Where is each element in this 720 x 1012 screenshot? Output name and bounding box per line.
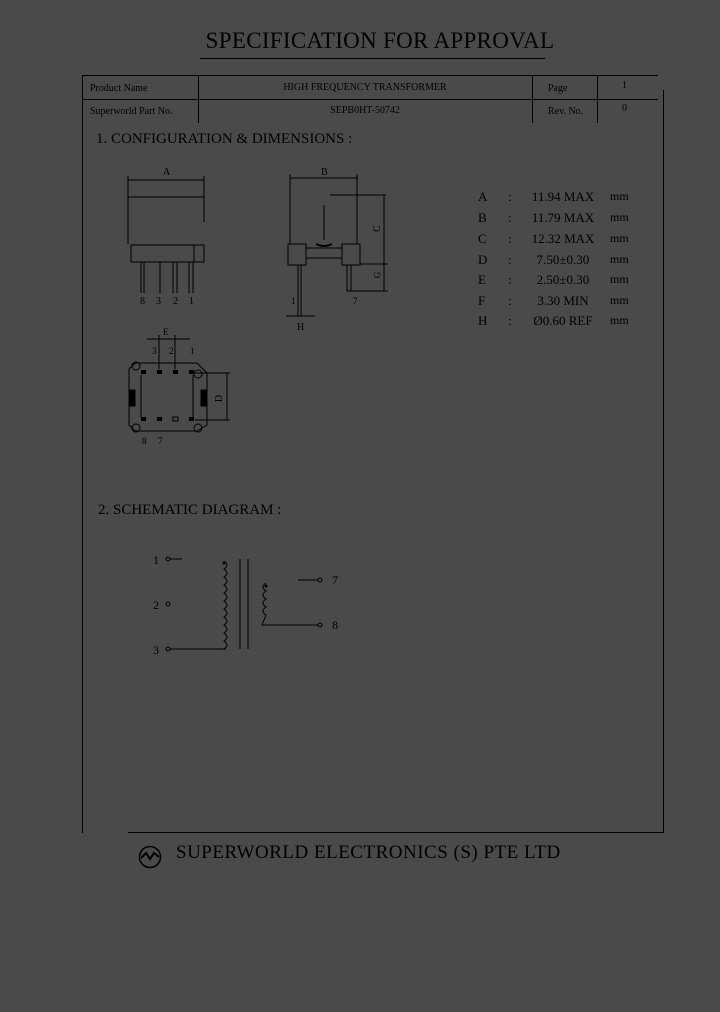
frame-right <box>663 90 664 833</box>
dim-label-d: D <box>214 394 226 403</box>
rev-label: Rev. No. <box>548 106 584 117</box>
section-configuration-heading: 1. CONFIGURATION & DIMENSIONS : <box>96 131 353 147</box>
pin-label: 1 <box>190 346 195 356</box>
pin-label: 7 <box>158 436 163 446</box>
schematic-pin-label: 1 <box>153 553 159 567</box>
schematic-pin-label: 2 <box>153 598 159 612</box>
page-value: 1 <box>622 80 627 91</box>
pin-label: 1 <box>189 296 194 307</box>
pin-label: 3 <box>152 346 157 356</box>
dim-label-b: B <box>321 167 328 178</box>
pin-label: 2 <box>169 346 174 356</box>
pin-label: 8 <box>140 296 145 307</box>
pin-label: 8 <box>142 436 147 446</box>
product-name-value: HIGH FREQUENCY TRANSFORMER <box>283 82 447 93</box>
schematic-pin-label: 3 <box>153 643 159 657</box>
rev-value: 0 <box>622 103 627 114</box>
product-name-label: Product Name <box>90 83 148 94</box>
pin-label: 1 <box>291 296 296 306</box>
pin-label: 2 <box>173 296 178 307</box>
section-schematic-heading: 2. SCHEMATIC DIAGRAM : <box>98 502 282 518</box>
frame-left <box>82 123 83 833</box>
title-underline <box>200 58 545 59</box>
pin-label: 7 <box>353 296 358 306</box>
dim-label-g: G <box>372 271 383 279</box>
dim-label-e: E <box>163 327 169 337</box>
page-label: Page <box>548 83 568 94</box>
dim-label-h: H <box>297 322 305 333</box>
schematic-pin-label: 8 <box>332 618 338 632</box>
superworld-logo-icon <box>138 845 162 869</box>
page-title: SPECIFICATION FOR APPROVAL <box>205 28 555 53</box>
pin-label: 3 <box>156 296 161 307</box>
dim-label-a: A <box>163 167 171 178</box>
part-no-label: Superworld Part No. <box>90 106 173 117</box>
frame-bottom <box>128 832 664 833</box>
schematic-pin-label: 7 <box>332 573 338 587</box>
header-table: Product Name HIGH FREQUENCY TRANSFORMER … <box>82 75 658 123</box>
dim-label-c: C <box>371 225 383 232</box>
part-no-value: SEPB0HT-50742 <box>330 105 400 116</box>
company-name: SUPERWORLD ELECTRONICS (S) PTE LTD <box>176 842 561 863</box>
